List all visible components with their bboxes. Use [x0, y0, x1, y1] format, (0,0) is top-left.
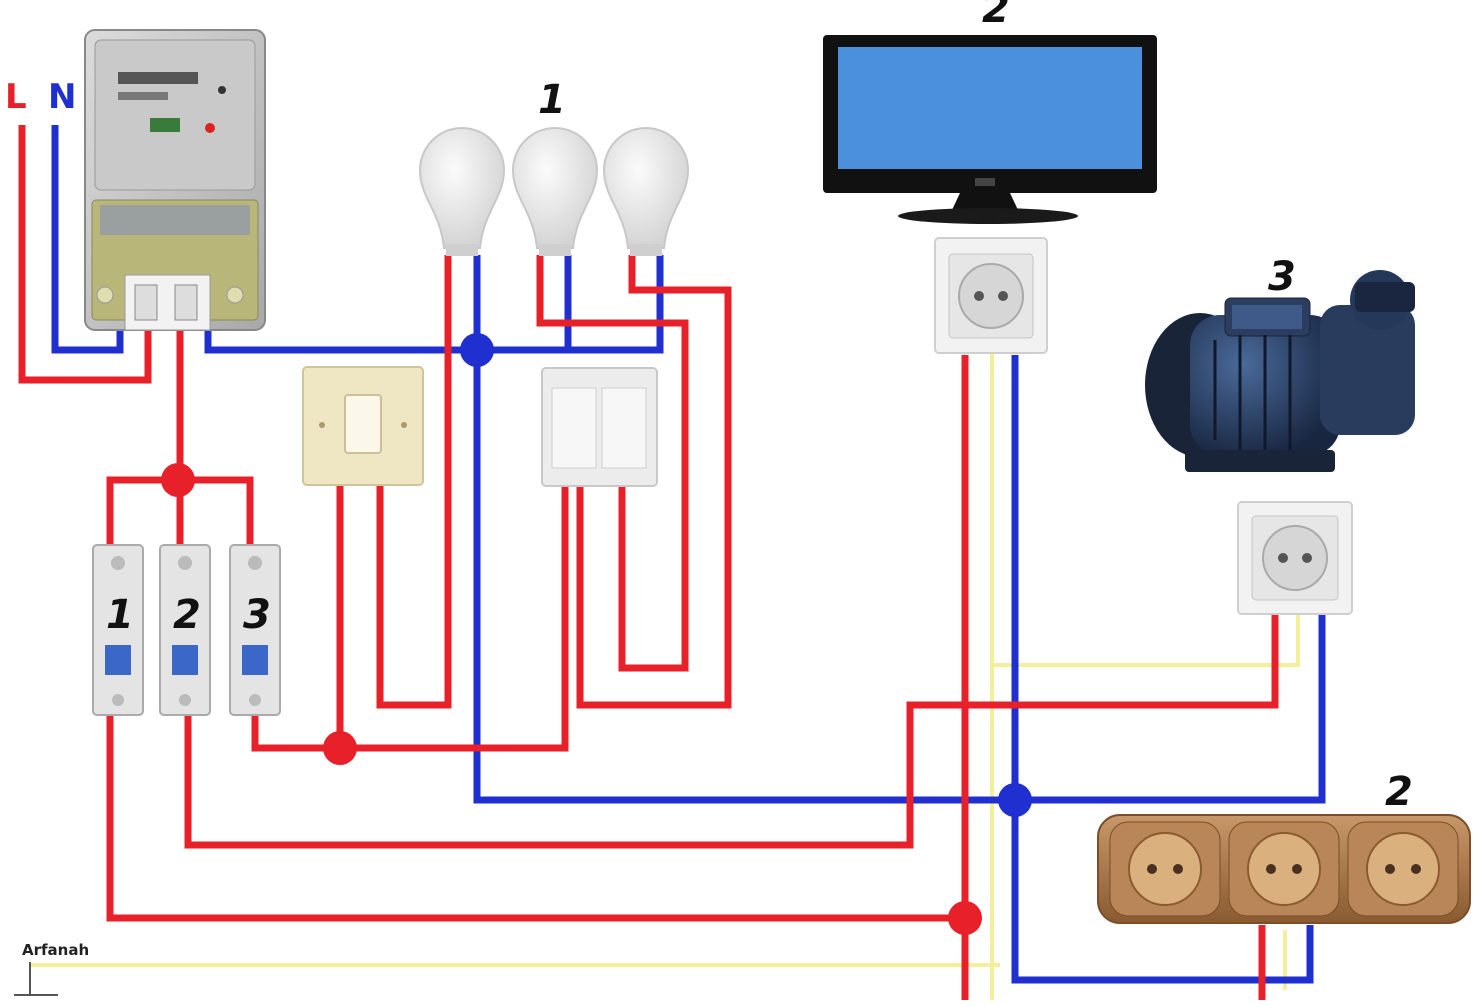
neutral-wire-pump [1015, 615, 1326, 804]
lamps-group-label: 1 [538, 77, 566, 123]
electric-meter-icon [84, 29, 266, 331]
circuit-breaker-icon [229, 544, 281, 716]
pump-label: 3 [1268, 254, 1296, 300]
junction-neutral-lamps [460, 333, 494, 367]
socket-strip [1097, 814, 1471, 924]
live-wire-switch1-lamp [376, 255, 452, 709]
circuit-breaker-icon [159, 544, 211, 716]
neutral-wire-meter-out [204, 255, 664, 354]
junction-live-tv [948, 901, 982, 935]
water-pump-icon [1145, 270, 1415, 472]
live-wire-breaker2 [184, 615, 1279, 849]
live-wire-supply [18, 125, 152, 384]
junction-live-bus [161, 463, 195, 497]
light-bulb-icon [511, 127, 599, 256]
live-wire-breaker3 [251, 485, 569, 752]
neutral-label: N [48, 77, 76, 117]
neutral-wire-tv [1011, 355, 1314, 984]
ground-wire-pump [992, 615, 1300, 667]
wall-socket-icon [1237, 501, 1353, 615]
monitor-icon [823, 35, 1157, 224]
neutral-wires [51, 125, 1326, 984]
junction-live-breaker3 [323, 731, 357, 765]
live-wire-switch2-lamp3 [536, 255, 689, 672]
ground-label: Arfanah [22, 941, 89, 959]
live-label: L [5, 77, 27, 117]
ground-wires [30, 350, 1300, 1000]
circuit-breaker-icon [92, 544, 144, 716]
light-bulb-icon [418, 127, 506, 256]
junctions [161, 333, 1032, 935]
breaker-2-label: 2 [173, 592, 201, 638]
breaker-1-label: 1 [106, 592, 134, 638]
ground-symbol-icon [14, 962, 58, 996]
wall-socket-icon [1228, 821, 1340, 917]
breaker-3-label: 3 [243, 592, 271, 638]
wall-socket-icon [1347, 821, 1459, 917]
double-switch-icon [541, 367, 658, 487]
wall-socket-icon [934, 237, 1048, 354]
light-bulb-icon [602, 127, 690, 256]
live-wire-switch2-lamp2 [576, 255, 732, 709]
live-wire-breaker1 [106, 705, 965, 922]
tv-label: 2 [982, 0, 1010, 32]
neutral-wire-supply [51, 125, 124, 354]
socket-strip-label: 2 [1385, 769, 1413, 815]
junction-neutral-main [998, 783, 1032, 817]
neutral-wire-main-down [473, 350, 1015, 804]
wall-switch-icon [302, 366, 424, 486]
wall-socket-icon [1109, 821, 1221, 917]
